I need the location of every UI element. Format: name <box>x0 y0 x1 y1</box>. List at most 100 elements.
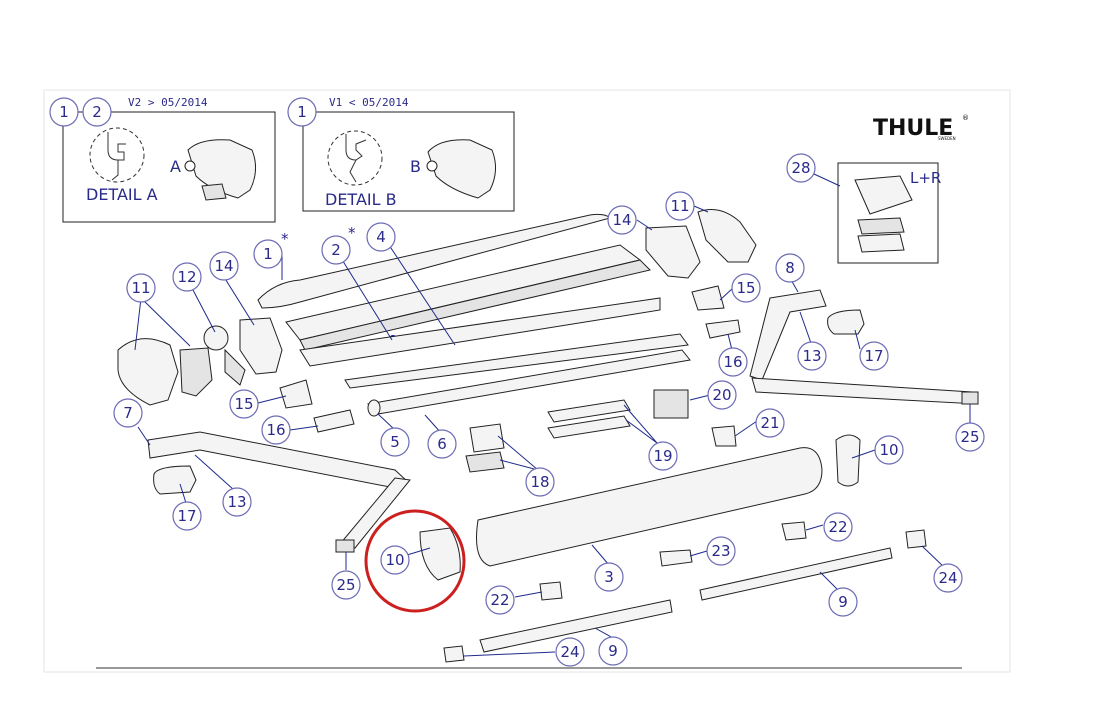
left-screw-part-16 <box>313 409 355 433</box>
bubble-circle <box>380 427 410 457</box>
part-bubble-b24l: 24 <box>555 637 585 667</box>
bubble-circle <box>253 239 283 269</box>
bubble-circle <box>665 191 695 221</box>
detail-a-caption: DETAIL A <box>86 185 158 204</box>
svg-text:1: 1 <box>297 103 307 121</box>
bubble-label: 23 <box>711 542 730 560</box>
bubble-circle <box>707 380 737 410</box>
right-arm-part-8 <box>749 289 979 405</box>
svg-text:SWEDEN: SWEDEN <box>938 136 956 141</box>
part-bubble-b9l: 9 <box>598 636 628 666</box>
bubble-circle <box>525 467 555 497</box>
right-gear-part-14 <box>645 225 701 279</box>
part-bubble-b13l: 13 <box>222 487 252 517</box>
part-bubble-b18: 18 <box>525 467 555 497</box>
asterisk-part-1: * <box>281 230 289 248</box>
right-bracket-part-15 <box>691 285 725 311</box>
bubble-label: 17 <box>177 507 196 525</box>
part-24-right <box>905 529 927 549</box>
bubble-circle <box>321 235 351 265</box>
bubble-label: 2 <box>331 241 341 259</box>
part-bubble-b7: 7 <box>113 398 143 428</box>
v1-number-1: 1 <box>287 97 317 127</box>
bubble-label: 8 <box>785 259 795 277</box>
left-endcap-part-11 <box>117 338 213 406</box>
bubble-label: 9 <box>838 593 848 611</box>
bubble-circle <box>427 429 457 459</box>
rail-part-19 <box>547 399 631 439</box>
svg-text:2: 2 <box>92 103 102 121</box>
bubble-label: 11 <box>131 279 150 297</box>
bubble-circle <box>755 408 785 438</box>
v2-number-2: 2 <box>82 97 112 127</box>
part-bubble-b23: 23 <box>706 536 736 566</box>
right-endcap-part-11 <box>697 209 757 263</box>
detail-a-endcap-sketch <box>184 139 256 201</box>
bubble-label: 20 <box>712 386 731 404</box>
detail-b-box: 1 V1 < 05/2014 DETAIL B B <box>287 96 515 212</box>
bubble-label: 24 <box>938 569 957 587</box>
bubble-label: 6 <box>437 435 447 453</box>
highlighted-endcap-part-10 <box>419 527 461 581</box>
part-bubble-b25r: 25 <box>955 422 985 452</box>
bubble-label: 10 <box>385 551 404 569</box>
part-bubble-b16r: 16 <box>718 347 748 377</box>
part-bubble-b14r: 14 <box>607 205 637 235</box>
svg-text:1: 1 <box>59 103 69 121</box>
svg-text:THULE: THULE <box>873 116 953 141</box>
bubble-circle <box>859 341 889 371</box>
part-bubble-b10c: 10 <box>380 545 410 575</box>
detail-b-endcap-sketch <box>426 139 496 199</box>
bubble-label: 21 <box>760 414 779 432</box>
part-bubble-b13r: 13 <box>797 341 827 371</box>
part-21 <box>711 425 737 447</box>
bubble-label: 1 <box>263 245 273 263</box>
bubble-label: 10 <box>879 441 898 459</box>
bubble-label: 5 <box>390 433 400 451</box>
left-clip-part-17 <box>153 465 197 495</box>
part-bubble-b16l: 16 <box>261 415 291 445</box>
part-bubble-b14l: 14 <box>209 251 239 281</box>
v2-number-1: 1 <box>49 97 79 127</box>
bubble-label: 15 <box>736 279 755 297</box>
bubble-circle <box>594 562 624 592</box>
bubble-circle <box>955 422 985 452</box>
part-bubble-b3: 3 <box>594 562 624 592</box>
drawing-frame <box>43 89 1011 673</box>
bubble-label: 7 <box>123 404 133 422</box>
bubble-circle <box>485 585 515 615</box>
bubble-circle <box>380 545 410 575</box>
bubble-circle <box>113 398 143 428</box>
bubble-label: 22 <box>828 518 847 536</box>
bubble-label: 18 <box>530 473 549 491</box>
asterisk-part-2: * <box>348 224 356 242</box>
detail-a-sketch <box>89 127 145 183</box>
right-screw-part-16 <box>705 319 741 339</box>
bubble-circle <box>126 273 156 303</box>
bubble-circle <box>706 536 736 566</box>
bubble-circle <box>933 563 963 593</box>
bubble-circle <box>331 570 361 600</box>
bubble-label: 9 <box>608 642 618 660</box>
top-cover-part-1 <box>257 213 611 309</box>
bar-part-5-6 <box>344 333 691 417</box>
part-bubble-b21: 21 <box>755 408 785 438</box>
part-bubble-b5: 5 <box>380 427 410 457</box>
left-gear-part-12-14 <box>203 317 283 386</box>
detail-a-box: 1 2 V2 > 05/2014 DETAIL A A <box>49 96 276 223</box>
part-22-right <box>781 521 807 541</box>
bubble-label: 24 <box>560 643 579 661</box>
leader-lines <box>134 167 971 657</box>
bubble-circle <box>731 273 761 303</box>
inset-28-box: L+R <box>837 162 941 264</box>
bubble-label: 4 <box>376 228 386 246</box>
bubble-circle <box>598 636 628 666</box>
part-23 <box>659 549 693 567</box>
bubble-label: 3 <box>604 568 614 586</box>
bubble-label: 17 <box>864 347 883 365</box>
fabric-part-4 <box>299 297 661 367</box>
part-bubble-b10r: 10 <box>874 435 904 465</box>
part-bubble-b12: 12 <box>172 262 202 292</box>
